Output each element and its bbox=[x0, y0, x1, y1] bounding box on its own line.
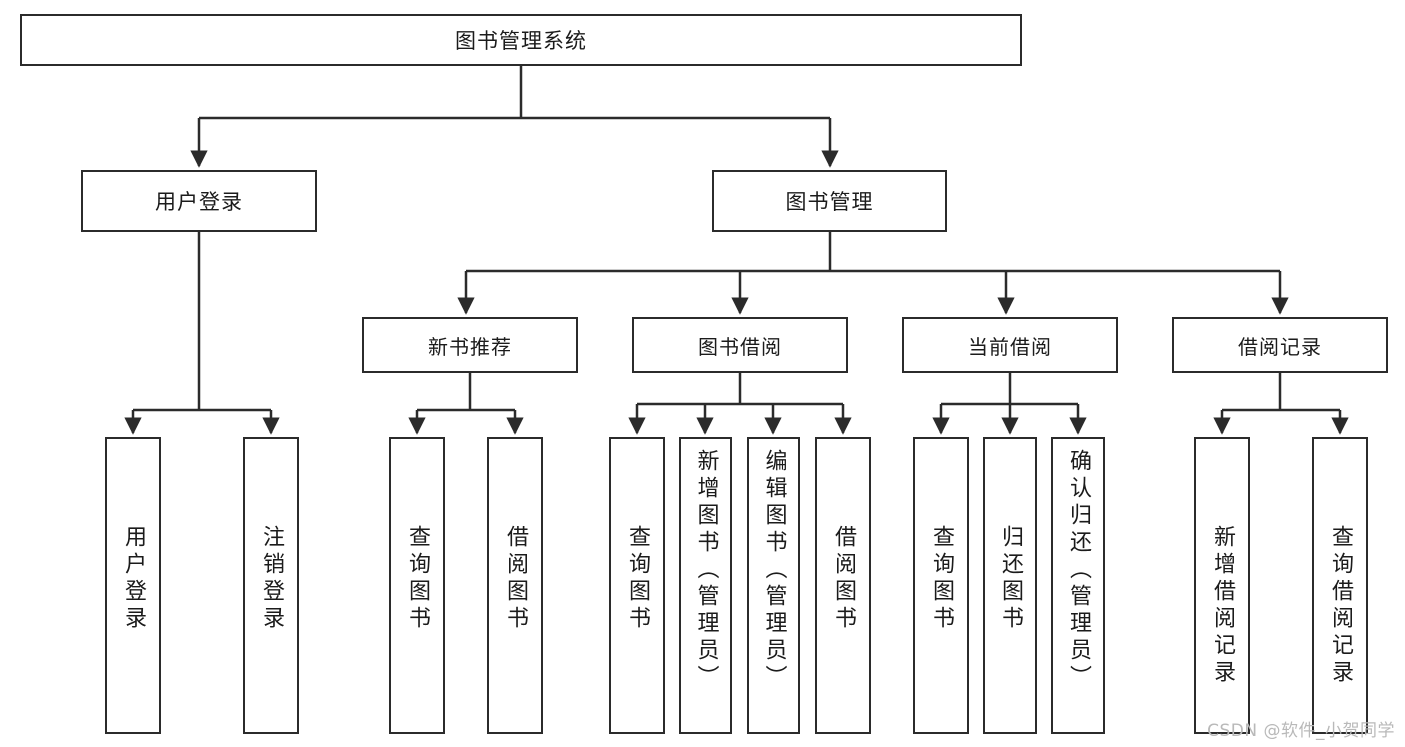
node-label: 借阅记录 bbox=[1238, 334, 1322, 359]
leaf-label: 注销登录 bbox=[259, 525, 284, 633]
leaf-label: 归还图书 bbox=[998, 525, 1023, 633]
leaf-query-book-new[interactable]: 查询图书 bbox=[389, 437, 445, 734]
node-label: 用户登录 bbox=[155, 190, 243, 214]
leaf-label: 查询借阅记录 bbox=[1328, 525, 1353, 687]
leaf-return-book[interactable]: 归还图书 bbox=[983, 437, 1037, 734]
leaf-label: 借阅图书 bbox=[503, 525, 528, 633]
node-label: 图书管理系统 bbox=[455, 29, 587, 53]
node-label: 图书管理 bbox=[785, 190, 874, 214]
leaf-add-book-admin[interactable]: 新增图书（管理员） bbox=[679, 437, 732, 734]
node-label: 当前借阅 bbox=[968, 334, 1052, 359]
watermark: CSDN @软件_小贺同学 bbox=[1207, 721, 1395, 741]
leaf-query-book-borrow[interactable]: 查询图书 bbox=[609, 437, 665, 734]
node-label: 新书推荐 bbox=[428, 334, 512, 359]
leaf-label: 新增借阅记录 bbox=[1210, 525, 1235, 687]
leaf-label: 编辑图书（管理员） bbox=[761, 449, 787, 692]
leaf-label: 用户登录 bbox=[121, 525, 146, 633]
leaf-confirm-return-admin[interactable]: 确认归还（管理员） bbox=[1051, 437, 1105, 734]
leaf-query-book-current[interactable]: 查询图书 bbox=[913, 437, 969, 734]
leaf-borrow-book-new[interactable]: 借阅图书 bbox=[487, 437, 543, 734]
node-book-borrow[interactable]: 图书借阅 bbox=[632, 317, 848, 373]
node-book-management[interactable]: 图书管理 bbox=[712, 170, 947, 232]
node-root-system[interactable]: 图书管理系统 bbox=[20, 14, 1022, 66]
leaf-edit-book-admin[interactable]: 编辑图书（管理员） bbox=[747, 437, 800, 734]
leaf-add-borrow-record[interactable]: 新增借阅记录 bbox=[1194, 437, 1250, 734]
leaf-label: 查询图书 bbox=[625, 525, 650, 633]
node-label: 图书借阅 bbox=[698, 334, 782, 359]
node-new-book-recommend[interactable]: 新书推荐 bbox=[362, 317, 578, 373]
node-borrow-record[interactable]: 借阅记录 bbox=[1172, 317, 1388, 373]
leaf-label: 查询图书 bbox=[929, 525, 954, 633]
leaf-label: 查询图书 bbox=[405, 525, 430, 633]
leaf-user-login[interactable]: 用户登录 bbox=[105, 437, 161, 734]
leaf-label: 新增图书（管理员） bbox=[693, 449, 719, 692]
leaf-logout[interactable]: 注销登录 bbox=[243, 437, 299, 734]
leaf-label: 确认归还（管理员） bbox=[1066, 449, 1091, 692]
node-user-login[interactable]: 用户登录 bbox=[81, 170, 317, 232]
leaf-label: 借阅图书 bbox=[831, 525, 856, 633]
leaf-borrow-book[interactable]: 借阅图书 bbox=[815, 437, 871, 734]
node-current-borrow[interactable]: 当前借阅 bbox=[902, 317, 1118, 373]
leaf-query-borrow-record[interactable]: 查询借阅记录 bbox=[1312, 437, 1368, 734]
